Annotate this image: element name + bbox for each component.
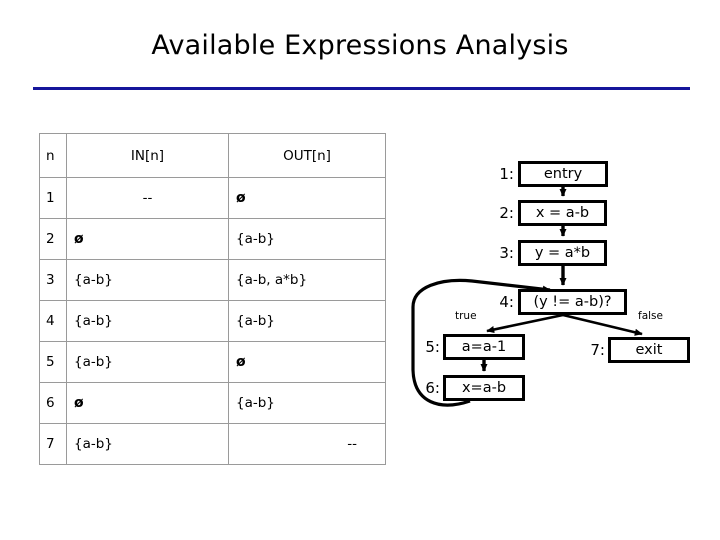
- table-header-row: n IN[n] OUT[n]: [39, 133, 386, 178]
- cell-node-number: 3: [39, 259, 67, 301]
- cell-in-set: ø: [66, 382, 229, 424]
- table-row: 3{a-b}{a-b, a*b}: [39, 259, 386, 301]
- empty-set-symbol: ø: [74, 231, 84, 247]
- table-row: 1-- ø: [39, 177, 386, 219]
- cell-out-set: {a-b}: [228, 300, 386, 342]
- cell-in-set: {a-b}: [66, 259, 229, 301]
- edge-6-to-4-backedge: [411, 278, 551, 407]
- edge-4-to-5-true: [486, 313, 564, 334]
- cell-node-number: 2: [39, 218, 67, 260]
- cfg-node-1-entry[interactable]: entry: [518, 161, 608, 187]
- cell-node-number: 4: [39, 300, 67, 342]
- cfg-node-3-assign-y[interactable]: y = a*b: [518, 240, 607, 266]
- column-header-out: OUT[n]: [228, 133, 386, 178]
- cell-in-set: {a-b}: [66, 341, 229, 383]
- cfg-node-label-6: 6:: [425, 379, 440, 397]
- cell-node-number: 7: [39, 423, 67, 465]
- cell-out-set: ø: [228, 177, 386, 219]
- cfg-node-4-condition[interactable]: (y != a-b)?: [518, 289, 627, 315]
- column-header-n: n: [39, 133, 67, 178]
- cfg-node-label-5: 5:: [425, 338, 440, 356]
- cfg-node-6-assign-x[interactable]: x=a-b: [443, 375, 525, 401]
- empty-set-symbol: ø: [74, 395, 84, 411]
- edge-4-to-7-false: [562, 313, 643, 336]
- cell-in-set: ø: [66, 218, 229, 260]
- edge-label-false: false: [638, 310, 663, 322]
- table-row: 5{a-b} ø: [39, 341, 386, 383]
- cfg-node-label-1: 1:: [499, 165, 514, 183]
- cfg-node-label-3: 3:: [499, 244, 514, 262]
- control-flow-graph: 1: entry 2: x = a-b 3: y = a*b 4: (y != …: [400, 145, 720, 425]
- cfg-node-7-exit[interactable]: exit: [608, 337, 690, 363]
- title-underline-rule: [33, 87, 690, 90]
- cfg-node-label-4: 4:: [499, 293, 514, 311]
- cfg-edges: [411, 187, 643, 407]
- cfg-node-5-decrement-a[interactable]: a=a-1: [443, 334, 525, 360]
- cell-in-set: --: [66, 177, 229, 219]
- cfg-node-2-assign-x[interactable]: x = a-b: [518, 200, 607, 226]
- cell-out-set: {a-b, a*b}: [228, 259, 386, 301]
- cfg-node-label-2: 2:: [499, 204, 514, 222]
- cell-node-number: 1: [39, 177, 67, 219]
- table-row: 7{a-b}--: [39, 423, 386, 465]
- cell-node-number: 5: [39, 341, 67, 383]
- cell-in-set: {a-b}: [66, 423, 229, 465]
- column-header-in: IN[n]: [66, 133, 229, 178]
- page-title: Available Expressions Analysis: [151, 30, 569, 61]
- cfg-node-label-7: 7:: [590, 341, 605, 359]
- table-row: 4{a-b}{a-b}: [39, 300, 386, 342]
- edge-label-true: true: [455, 310, 477, 322]
- cell-node-number: 6: [39, 382, 67, 424]
- cell-out-set: --: [228, 423, 386, 465]
- cell-in-set: {a-b}: [66, 300, 229, 342]
- cell-out-set: {a-b}: [228, 382, 386, 424]
- cell-out-set: ø: [228, 341, 386, 383]
- cell-out-set: {a-b}: [228, 218, 386, 260]
- empty-set-symbol: ø: [236, 354, 246, 370]
- empty-set-symbol: ø: [236, 190, 246, 206]
